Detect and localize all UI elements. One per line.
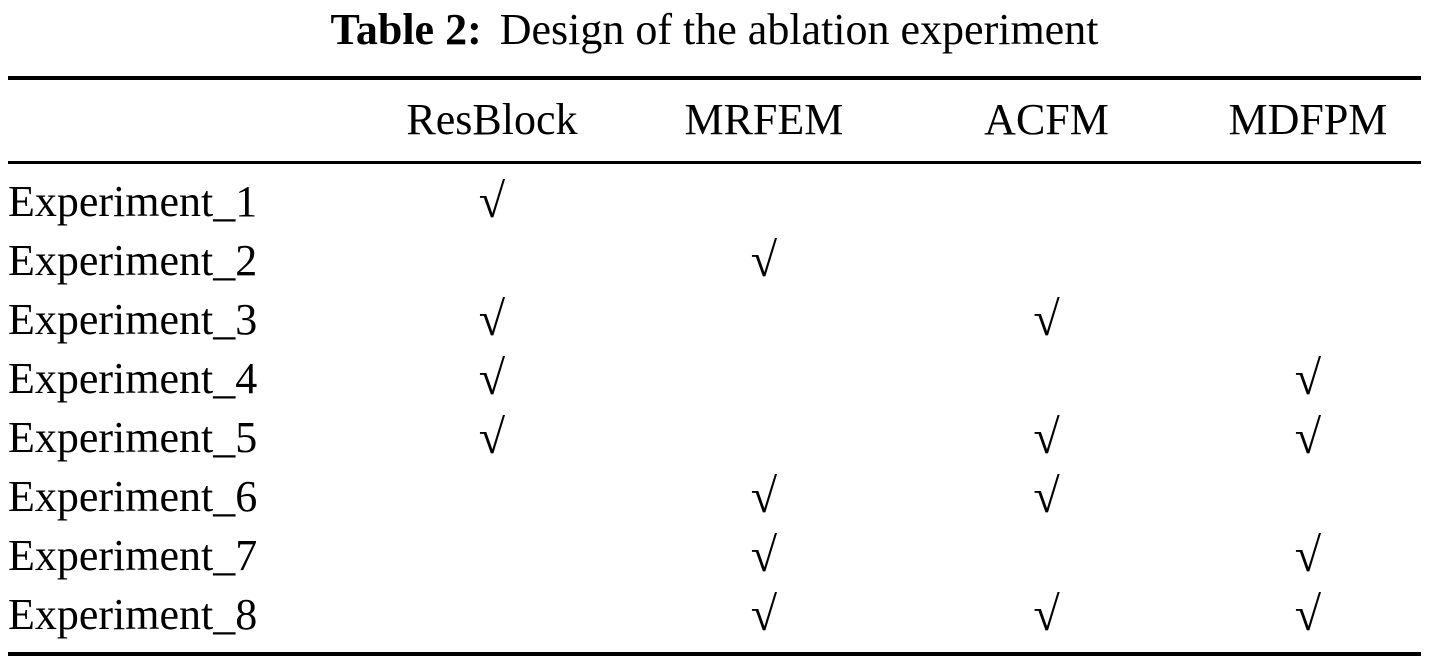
empty-cell <box>630 408 898 467</box>
checkmark-icon: √ <box>750 587 778 641</box>
empty-cell <box>898 349 1195 408</box>
checkmark-icon: √ <box>478 174 506 228</box>
table-caption: Table 2: Design of the ablation experimen… <box>0 5 1429 54</box>
table-row: Experiment_3 √ √ <box>8 290 1421 349</box>
checkmark-icon: √ <box>1294 351 1322 405</box>
caption-text: Design of the ablation experiment <box>499 5 1099 54</box>
checkmark-icon: √ <box>1033 469 1060 523</box>
row-label: Experiment_1 <box>8 177 258 227</box>
row-label: Experiment_5 <box>8 413 258 463</box>
checkmark-icon: √ <box>1033 292 1060 346</box>
row-label: Experiment_3 <box>8 295 258 345</box>
empty-cell <box>898 163 1195 232</box>
table-row: Experiment_1 √ <box>8 163 1421 232</box>
empty-cell <box>354 526 630 585</box>
checkmark-icon: √ <box>1294 587 1322 641</box>
row-label: Experiment_4 <box>8 354 258 404</box>
checkmark-icon: √ <box>1294 410 1322 464</box>
checkmark-icon: √ <box>478 410 506 464</box>
empty-cell <box>630 290 898 349</box>
empty-cell <box>630 163 898 232</box>
caption-label: Table 2: <box>330 5 482 54</box>
table-row: Experiment_4 √ √ <box>8 349 1421 408</box>
checkmark-icon: √ <box>1294 528 1322 582</box>
header-cell-resblock: ResBlock <box>354 78 630 165</box>
table-body: Experiment_1√Experiment_2√Experiment_3√√… <box>8 163 1421 655</box>
header-row: ResBlock MRFEM ACFM MDFPM <box>8 78 1421 165</box>
row-label: Experiment_6 <box>8 472 258 522</box>
table-row: Experiment_6 √ √ <box>8 467 1421 526</box>
table-row: Experiment_5 √ √ √ <box>8 408 1421 467</box>
checkmark-icon: √ <box>478 292 506 346</box>
empty-cell <box>1195 467 1421 526</box>
empty-cell <box>1195 231 1421 290</box>
checkmark-icon: √ <box>1033 410 1060 464</box>
empty-cell <box>898 526 1195 585</box>
empty-cell <box>354 231 630 290</box>
checkmark-icon: √ <box>750 233 778 287</box>
empty-cell <box>630 349 898 408</box>
empty-cell <box>1195 163 1421 232</box>
empty-cell <box>354 585 630 654</box>
row-label: Experiment_8 <box>8 590 258 640</box>
checkmark-icon: √ <box>1033 587 1060 641</box>
header-cell-mrfem: MRFEM <box>629 78 899 165</box>
row-label: Experiment_2 <box>8 236 258 286</box>
header-cell-mdfpm: MDFPM <box>1194 78 1421 165</box>
empty-cell <box>1195 290 1421 349</box>
ablation-design-table: ResBlock MRFEM ACFM MDFPM Experiment_1√E… <box>8 76 1421 657</box>
header-cell-empty <box>8 78 355 165</box>
empty-cell <box>898 231 1195 290</box>
empty-cell <box>354 467 630 526</box>
table-row: Experiment_2 √ <box>8 231 1421 290</box>
header-cell-acfm: ACFM <box>898 78 1195 165</box>
table-row: Experiment_8 √ √ √ <box>8 585 1421 654</box>
checkmark-icon: √ <box>478 351 506 405</box>
row-label: Experiment_7 <box>8 531 258 581</box>
table-row: Experiment_7 √ √ <box>8 526 1421 585</box>
checkmark-icon: √ <box>750 469 778 523</box>
checkmark-icon: √ <box>750 528 778 582</box>
